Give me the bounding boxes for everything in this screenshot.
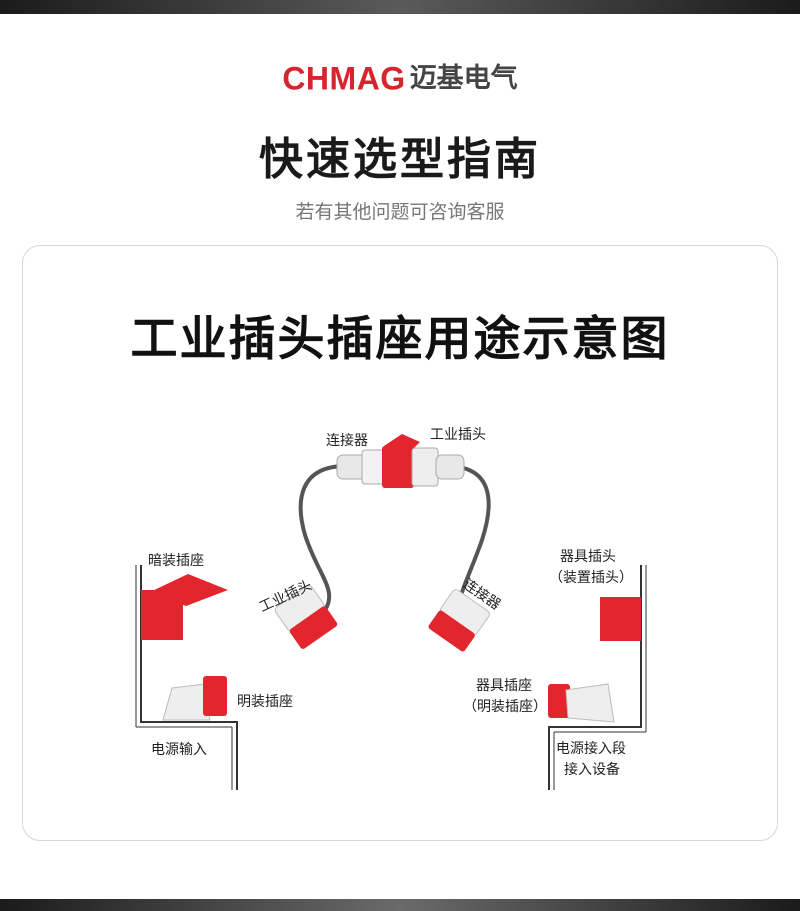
- cable-left: [298, 464, 347, 612]
- brand-name-en: CHMAG: [282, 60, 406, 97]
- bottom-bar: [0, 899, 800, 911]
- label-plug-top: 工业插头: [430, 427, 486, 443]
- label-surface-socket: 明装插座: [237, 694, 293, 710]
- right-wall: [548, 565, 642, 790]
- connector-plug-assembly: [336, 434, 465, 488]
- brand-name-cn: 迈基电气: [409, 62, 518, 94]
- appliance-socket: [548, 683, 615, 723]
- label-concealed-socket: 暗装插座: [148, 553, 204, 569]
- concealed-socket: [141, 574, 228, 640]
- surface-socket: [162, 676, 227, 721]
- connector-right: [428, 589, 490, 652]
- label-power-input: 电源输入: [151, 742, 207, 758]
- diagram-title: 工业插头插座用途示意图: [130, 312, 670, 367]
- label-appliance-socket: 器具插座: [476, 678, 532, 694]
- page-title: 快速选型指南: [259, 134, 541, 185]
- page-subtitle: 若有其他问题可咨询客服: [295, 201, 505, 223]
- top-bar: [0, 0, 800, 14]
- left-wall: [140, 565, 238, 790]
- label-appliance-plug-note: （装置插头）: [549, 570, 633, 586]
- diagram-card: [22, 245, 778, 841]
- industrial-plug-left: [274, 584, 338, 649]
- label-device-access: 接入设备: [564, 761, 620, 778]
- label-appliance-socket-note: （明装插座）: [463, 699, 547, 715]
- appliance-plug: [600, 597, 641, 641]
- label-power-access: 电源接入段: [556, 740, 626, 757]
- label-connector-top: 连接器: [326, 432, 368, 449]
- label-appliance-plug: 器具插头: [560, 549, 616, 565]
